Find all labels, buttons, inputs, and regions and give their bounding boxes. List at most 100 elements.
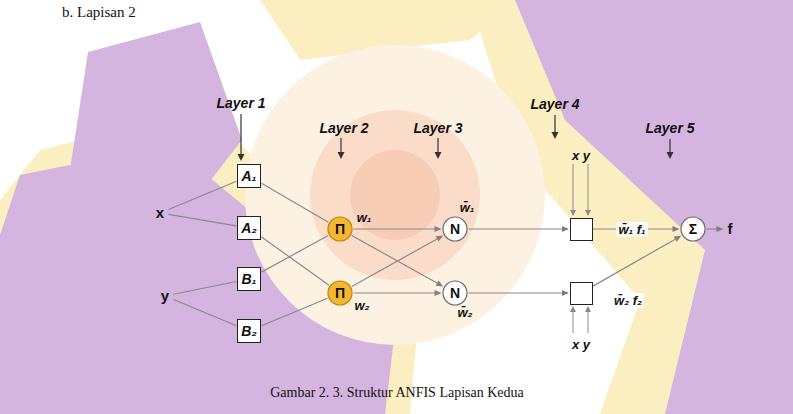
edge-label-holder: w̄₂ f₂ [612,291,644,309]
connector-line [174,300,237,326]
node-text: Σ [689,221,697,237]
layer-pointer-head [238,154,245,161]
node-side-text: w̄₁ [460,200,475,215]
edge-label-holder: w̄₁ f₁ [616,220,647,238]
connector-line [593,239,676,286]
connector [469,226,570,232]
input-pointer-head [570,306,576,312]
node-side-text: w₂ [354,298,369,313]
connector [593,236,681,286]
deco-band [515,0,793,414]
connector [469,290,570,296]
connector-line [352,236,438,284]
arrow-head [674,236,682,242]
heading: b. Lapisan 2 [62,4,136,20]
connector-line [354,228,436,229]
layer-label-holder: Layer 4 [530,95,579,113]
node-text: y [161,287,169,304]
connector [352,236,443,287]
layer-label-holder: Layer 2 [319,119,368,137]
circle-shape [328,281,352,305]
operator-circle: Πw₂ [327,280,353,306]
circle-shape [443,281,467,305]
deco-circle [310,110,480,280]
membership-box: B₂ [237,319,261,343]
connector-line [707,228,718,229]
layer-pointer [340,138,341,154]
arrow-head [436,280,444,286]
layer-label-holder: Layer 1 [216,94,265,112]
connector [352,236,443,287]
operator-circle: Nw̄₂ [442,280,468,306]
node-side-text-holder: w₁ [357,208,372,226]
node-side-text-holder: w₂ [354,296,369,314]
node-text: B₁ [241,271,256,287]
figure-caption-holder: Gambar 2. 3. Struktur ANFIS Lapisan Kedu… [270,383,524,401]
deco-circle [245,45,545,345]
connector [169,214,237,225]
input-output-node: x [154,203,167,223]
node-text: N [450,221,460,237]
membership-box: A₂ [237,216,261,240]
connector [262,236,329,273]
input-pointer-head [570,210,576,216]
connector [262,237,330,285]
connector-line [169,181,237,209]
layer-label-holder: Layer 5 [645,119,694,137]
layer-pointer-head [667,152,674,159]
connector-line [262,236,329,273]
deco-band [70,22,242,258]
connector [354,290,442,296]
node-side-text-holder: w̄₁ [460,198,475,216]
circle-shape [443,217,467,241]
layer-pointer [240,114,241,156]
connector [354,226,442,232]
arrow-head [673,226,680,232]
edge-label: w̄₂ f₂ [612,293,644,308]
layer-pointer [437,138,438,154]
input-pointer [573,311,574,333]
node-side-text-holder: w̄₂ [457,303,472,321]
node-side-text: w̄₂ [457,305,472,320]
connector-line [262,237,330,285]
connector-line [469,292,564,293]
node-side-text-holder: x y [572,146,590,164]
node-side-text: x y [572,148,590,163]
connector-line [262,183,329,222]
connector-line [174,282,237,295]
connector-line [262,298,328,326]
layer-pointer [669,139,670,154]
connector [707,226,724,232]
circle-shape [681,217,705,241]
node-text: A₂ [241,220,256,236]
node-text: B₂ [241,323,256,339]
connector [262,298,328,326]
layer-label: Layer 2 [319,120,368,136]
layer-pointer-head [435,152,442,159]
operator-circle: Πw₁ [327,216,353,242]
circle-shape [328,217,352,241]
connector-line [354,292,436,293]
layer-pointer-head [552,132,559,139]
arrow-head [717,226,724,232]
layer-label: Layer 5 [645,120,694,136]
layer-pointer-head [338,152,345,159]
node-text: x [156,204,164,221]
layer-label: Layer 1 [216,95,265,111]
connector-line [352,238,438,286]
connector [169,181,237,209]
edge-label: w̄₁ f₁ [616,222,647,237]
figure-caption: Gambar 2. 3. Struktur ANFIS Lapisan Kedu… [270,385,524,400]
input-pointer [588,311,589,333]
layer-label-holder: Layer 3 [413,119,462,137]
rule-output-box: x y [570,282,593,305]
layer-pointer [554,115,555,134]
input-output-node: y [159,286,172,306]
node-text: Π [335,221,345,237]
node-side-text: x y [572,337,590,352]
rule-output-box: x y [570,218,593,241]
input-pointer-head [585,306,591,312]
